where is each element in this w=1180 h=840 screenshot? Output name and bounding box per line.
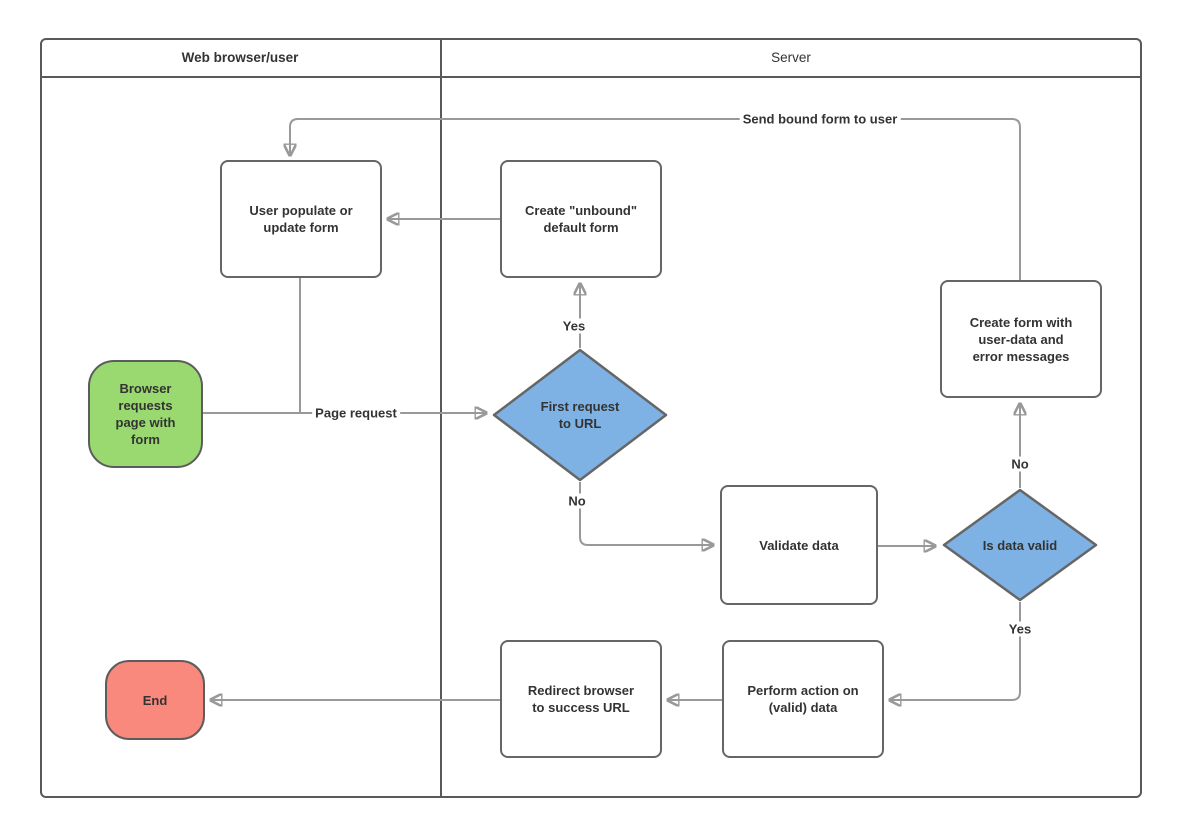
edge-label-send-bound-form: Send bound form to user bbox=[739, 111, 901, 127]
edge-label-page-request: Page request bbox=[312, 405, 400, 421]
lane-divider bbox=[440, 38, 442, 798]
node-end: End bbox=[105, 660, 205, 740]
swimlane-pool bbox=[40, 38, 1142, 798]
edge-label-data-valid-no: No bbox=[1008, 456, 1032, 472]
decision-label: Is data valid bbox=[982, 537, 1058, 553]
edge-label-first-request-yes: Yes bbox=[559, 318, 589, 334]
decision-diamond-shape bbox=[942, 488, 1098, 602]
decision-label: First request to URL bbox=[540, 399, 620, 431]
node-create-form-with-errors: Create form with user-data and error mes… bbox=[940, 280, 1102, 398]
edge-label-data-valid-yes: Yes bbox=[1005, 621, 1035, 637]
edge-send-bound-form-to-user bbox=[290, 118, 1021, 280]
node-is-data-valid: Is data valid bbox=[942, 488, 1098, 602]
node-create-unbound-default-form: Create "unbound" default form bbox=[500, 160, 662, 278]
decision-diamond-shape bbox=[492, 348, 668, 482]
lane-title-web-browser-user: Web browser/user bbox=[181, 49, 299, 65]
node-validate-data: Validate data bbox=[720, 485, 878, 605]
edge-label-first-request-no: No bbox=[565, 493, 589, 509]
pool-header-divider bbox=[40, 76, 1142, 78]
node-redirect-browser-to-success-url: Redirect browser to success URL bbox=[500, 640, 662, 758]
node-perform-action-on-valid-data: Perform action on (valid) data bbox=[722, 640, 884, 758]
edge-first-request-no bbox=[579, 482, 712, 545]
node-first-request-to-url: First request to URL bbox=[492, 348, 668, 482]
node-browser-requests-page: Browser requests page with form bbox=[88, 360, 203, 468]
node-user-populate-or-update-form: User populate or update form bbox=[220, 160, 382, 278]
edge-is-valid-yes bbox=[891, 602, 1021, 700]
lane-title-server: Server bbox=[771, 49, 811, 65]
